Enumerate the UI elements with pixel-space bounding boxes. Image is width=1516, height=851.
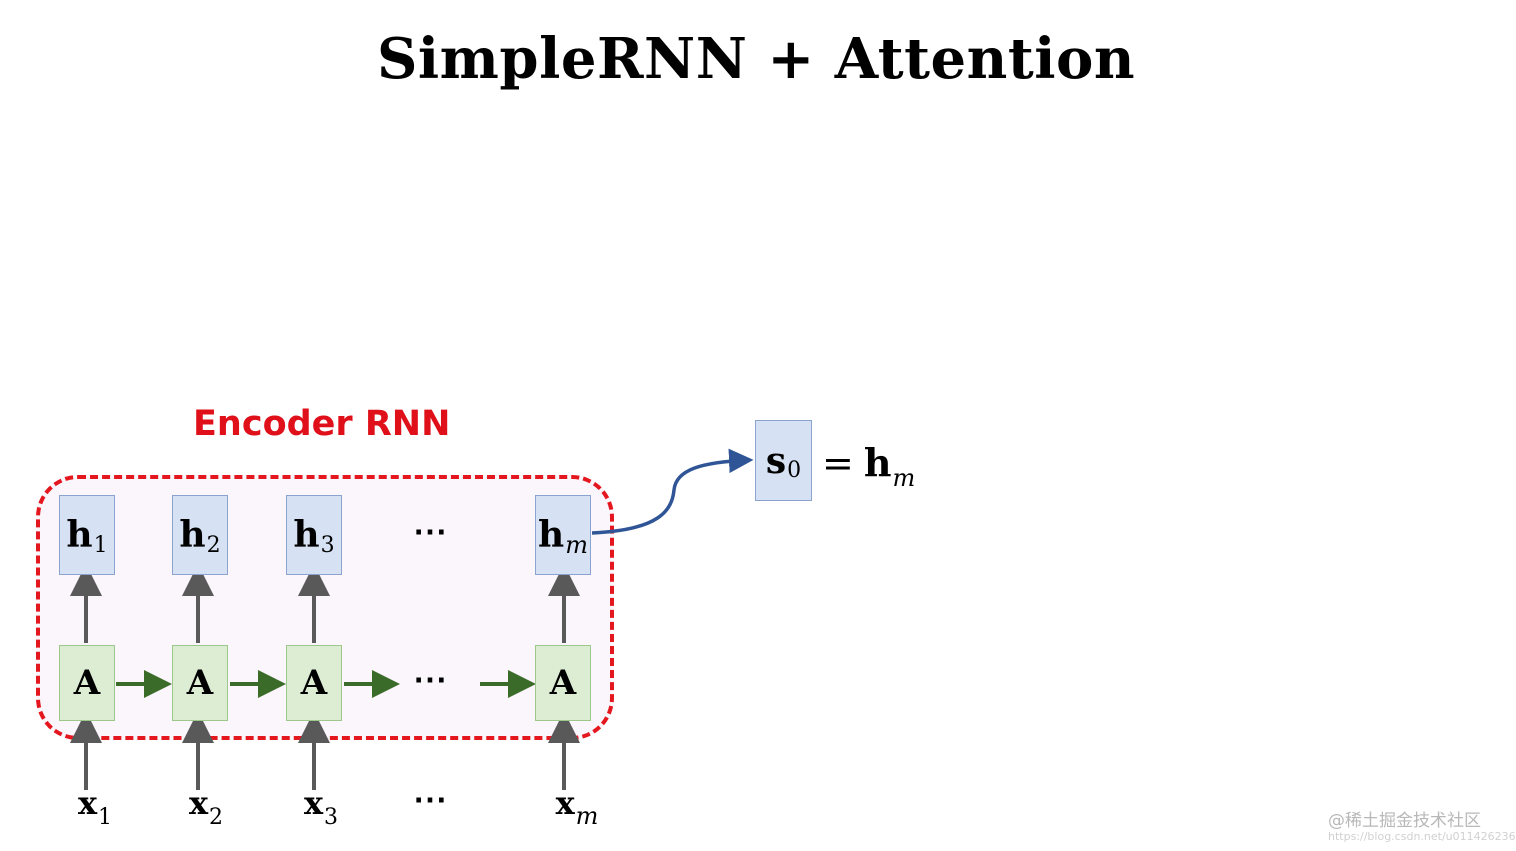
input-x1: x1	[77, 784, 113, 830]
input-x2: x2	[188, 784, 224, 830]
rnn-cell-2: A	[172, 645, 228, 721]
input-xm: xm	[555, 784, 599, 830]
hidden-ellipsis: ⋯	[413, 512, 449, 552]
rnn-cell-1: A	[59, 645, 115, 721]
rnn-cell-m: A	[535, 645, 591, 721]
slide-title: SimpleRNN + Attention	[376, 26, 1136, 92]
equation-s0-equals-hm: =hm	[822, 440, 916, 492]
encoder-rnn-label: Encoder RNN	[193, 404, 451, 444]
input-x3: x3	[303, 784, 339, 830]
watermark-url: https://blog.csdn.net/u011426236	[1328, 830, 1516, 843]
hm-to-s0-connector	[591, 448, 754, 535]
watermark: @稀土掘金技术社区	[1328, 811, 1481, 831]
cell-ellipsis: ⋯	[413, 660, 449, 700]
input-ellipsis: ⋯	[413, 780, 449, 820]
rnn-cell-3: A	[286, 645, 342, 721]
